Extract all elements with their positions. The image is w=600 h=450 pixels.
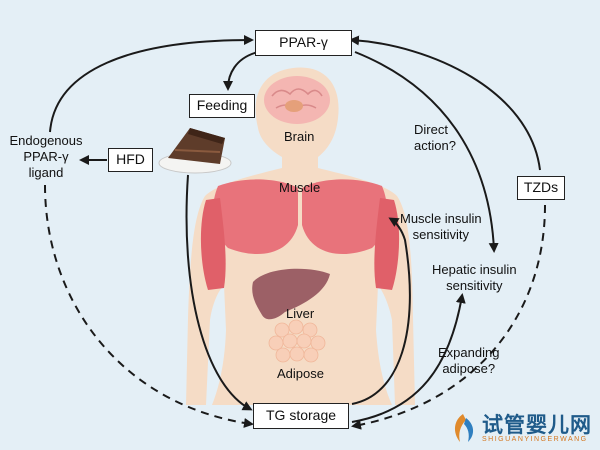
feeding-box: Feeding [189, 94, 255, 118]
hepatic-insulin-label: Hepatic insulin sensitivity [432, 262, 517, 293]
expanding-adipose-label: Expanding adipose? [438, 345, 500, 376]
muscle-insulin-label: Muscle insulin sensitivity [400, 211, 482, 242]
brain-label: Brain [284, 129, 315, 144]
arrow-endogenous-to-tg-dashed [44, 184, 254, 428]
tg-storage-box: TG storage [253, 403, 349, 429]
arrow-tzds-to-ppar [349, 35, 541, 171]
arrow-endogenous-to-ppar [49, 35, 254, 133]
cake-layer [174, 149, 221, 153]
arrow-ppar-to-feeding [223, 51, 259, 91]
brain-core [285, 100, 303, 112]
muscle-left-arm [200, 198, 226, 290]
hfd-box: HFD [108, 148, 153, 172]
watermark-text-cn: 试管婴儿网 [482, 412, 592, 437]
arrow-tg-to-hepatic [351, 293, 466, 423]
ppar-gamma-box: PPAR-γ [255, 30, 352, 56]
watermark-icon [454, 414, 474, 442]
watermark-text-en: SHIGUANYINGERWANG [482, 435, 588, 443]
human-body-illustration [186, 67, 415, 406]
cake-icing [188, 128, 225, 144]
liver-label: Liver [286, 306, 315, 321]
direct-action-label: Direct action? [414, 122, 456, 153]
arrow-tg-to-muscle [351, 217, 411, 405]
liver-shape [252, 268, 330, 320]
endogenous-ligand-label: Endogenous PPAR-γ ligand [9, 133, 83, 180]
tzds-box: TZDs [517, 176, 565, 200]
watermark-logo: 试管婴儿网 SHIGUANYINGERWANG [448, 412, 592, 444]
body-silhouette [186, 67, 415, 406]
muscle-left-pec [213, 179, 298, 255]
arrows [44, 35, 546, 430]
muscle-right-pec [302, 179, 387, 255]
adipose-cluster [268, 319, 326, 363]
adipose-label: Adipose [277, 366, 324, 381]
arrow-ppar-to-hepatic [354, 51, 499, 253]
arrow-tzds-to-tg-dashed [351, 204, 546, 430]
brain-shape [264, 76, 330, 124]
muscle-label: Muscle [279, 180, 321, 195]
cake-illustration [158, 128, 232, 174]
arrow-feeding-to-tg [185, 174, 253, 411]
